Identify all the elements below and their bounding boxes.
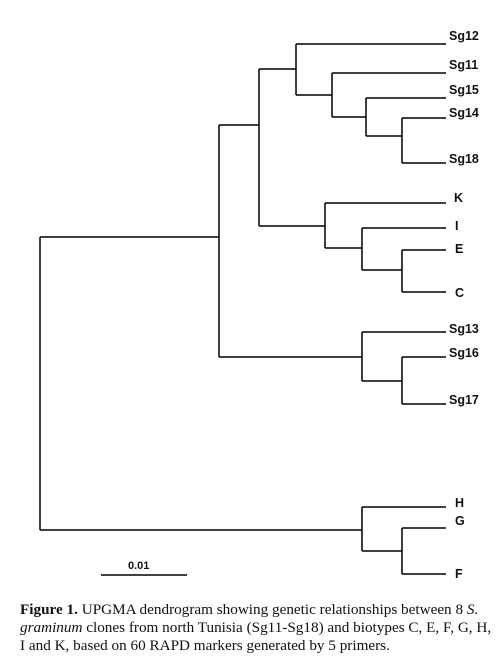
leaf-label: G <box>455 514 465 528</box>
leaf-label: Sg16 <box>449 346 479 360</box>
figure-label: Figure 1. <box>20 601 78 618</box>
leaf-label: Sg18 <box>449 152 479 166</box>
leaf-label: C <box>455 286 464 300</box>
leaf-label: E <box>455 242 463 256</box>
caption-text: UPGMA dendrogram showing genetic relatio… <box>77 601 467 618</box>
leaf-label: Sg14 <box>449 106 479 120</box>
figure-caption: Figure 1. UPGMA dendrogram showing genet… <box>20 601 498 655</box>
tree-branches <box>39 43 446 576</box>
dendrogram: Sg12 Sg11 Sg15 Sg14 Sg18 K I E C Sg13 Sg… <box>39 29 479 581</box>
scale-bar-label: 0.01 <box>128 560 149 572</box>
leaf-label: F <box>455 567 463 581</box>
leaf-label: Sg17 <box>449 393 479 407</box>
leaf-label: Sg12 <box>449 29 479 43</box>
leaf-label: K <box>454 191 463 205</box>
leaf-label: I <box>455 219 458 233</box>
species-name: S. graminum <box>20 601 479 636</box>
leaf-label: Sg15 <box>449 83 479 97</box>
caption-text: clones from north Tunisia (Sg11-Sg18) an… <box>20 619 492 654</box>
leaf-labels: Sg12 Sg11 Sg15 Sg14 Sg18 K I E C Sg13 Sg… <box>449 29 479 581</box>
leaf-label: Sg13 <box>449 322 479 336</box>
leaf-label: Sg11 <box>449 58 478 72</box>
leaf-label: H <box>455 496 464 510</box>
